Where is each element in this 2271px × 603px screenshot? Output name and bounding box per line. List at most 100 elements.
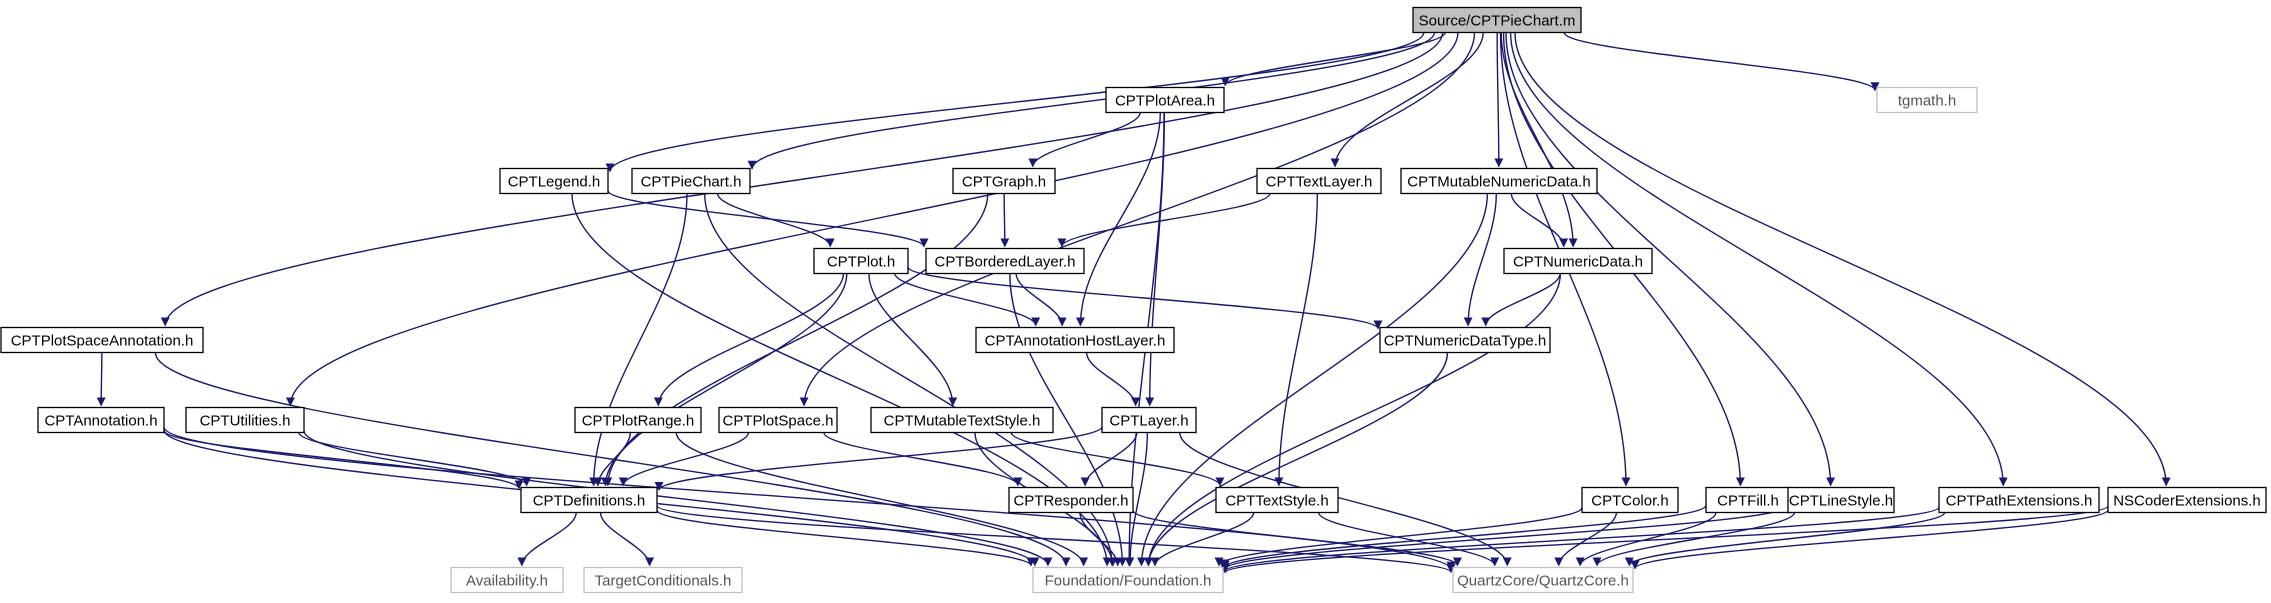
node-box[interactable]: [631, 167, 751, 195]
edge-root-to-mutnum: [1494, 32, 1504, 168]
node-box[interactable]: [813, 247, 909, 275]
node-box[interactable]: [1256, 167, 1382, 195]
edge-root-to-legend: [605, 32, 1425, 173]
node-label: CPTNumericDataType.h: [1384, 333, 1547, 350]
edge-piechart-to-defs: [589, 193, 688, 487]
node-plotarea[interactable]: CPTPlotArea.h: [1105, 86, 1225, 114]
node-box[interactable]: [1379, 326, 1551, 354]
node-box[interactable]: [1008, 486, 1134, 514]
node-numdata[interactable]: CPTNumericData.h: [1503, 247, 1653, 275]
node-graphh[interactable]: CPTGraph.h: [952, 167, 1056, 195]
node-bordered[interactable]: CPTBorderedLayer.h: [925, 247, 1085, 275]
node-utilities[interactable]: CPTUtilities.h: [185, 406, 305, 434]
node-box[interactable]: [1105, 86, 1225, 114]
node-label: Availability.h: [466, 573, 548, 590]
node-box[interactable]: [925, 247, 1085, 275]
edge-root-to-numdata: [1500, 32, 1578, 248]
edge-plot-to-numtype: [907, 266, 1383, 330]
edge-legend-to-bordered: [607, 189, 929, 248]
edge-graphh-to-defs: [603, 193, 989, 487]
edge-fill-to-quartz: [1575, 512, 1717, 567]
node-textlayer[interactable]: CPTTextLayer.h: [1256, 167, 1382, 195]
node-box[interactable]: [1101, 406, 1197, 434]
node-box[interactable]: [1412, 6, 1582, 34]
node-box[interactable]: [1400, 167, 1598, 195]
node-label: NSCoderExtensions.h: [2113, 493, 2261, 510]
node-box[interactable]: [870, 406, 1054, 434]
node-box[interactable]: [499, 167, 609, 195]
node-box: [1452, 566, 1634, 594]
node-box[interactable]: [1215, 486, 1339, 514]
node-label: Source/CPTPieChart.m: [1419, 13, 1576, 30]
edge-root-to-nscoder: [1514, 32, 2171, 487]
node-layer[interactable]: CPTLayer.h: [1101, 406, 1197, 434]
node-pathext[interactable]: CPTPathExtensions.h: [1938, 486, 2100, 514]
node-label: CPTGraph.h: [962, 174, 1046, 191]
node-box[interactable]: [520, 486, 658, 514]
node-defs[interactable]: CPTDefinitions.h: [520, 486, 658, 514]
node-box[interactable]: [185, 406, 305, 434]
edge-textlayer-to-textstyle: [1274, 193, 1319, 487]
edge-muttext-to-textstyle: [1010, 432, 1225, 487]
node-linestyle[interactable]: CPTLineStyle.h: [1787, 486, 1895, 514]
node-box[interactable]: [1581, 486, 1679, 514]
node-box[interactable]: [2107, 486, 2267, 514]
node-box[interactable]: [952, 167, 1056, 195]
edge-linestyle-to-foundation: [1220, 505, 1789, 571]
node-targetcond: TargetConditionals.h: [583, 566, 743, 594]
edge-root-to-pathext: [1509, 32, 2008, 487]
edge-root-to-utilities: [285, 32, 1459, 407]
node-responder[interactable]: CPTResponder.h: [1008, 486, 1134, 514]
node-label: CPTMutableNumericData.h: [1407, 174, 1590, 191]
node-nscoder[interactable]: NSCoderExtensions.h: [2107, 486, 2267, 514]
node-box[interactable]: [718, 406, 838, 434]
edge-psann-to-foundation: [154, 352, 1071, 567]
node-label: CPTPlotRange.h: [582, 413, 695, 430]
edge-plotarea-to-graphh: [1028, 112, 1141, 168]
edge-numdata-to-foundation: [1143, 273, 1562, 567]
node-mutnum[interactable]: CPTMutableNumericData.h: [1400, 167, 1598, 195]
node-fill[interactable]: CPTFill.h: [1705, 486, 1791, 514]
node-box[interactable]: [1503, 247, 1653, 275]
node-plot[interactable]: CPTPlot.h: [813, 247, 909, 275]
node-root[interactable]: Source/CPTPieChart.m: [1412, 6, 1582, 34]
edge-bordered-to-foundation: [1009, 273, 1127, 567]
edge-root-to-textlayer: [1330, 32, 1484, 168]
edge-bordered-to-annhost: [1015, 273, 1067, 327]
node-box[interactable]: [37, 406, 165, 434]
edge-utilities-to-foundation: [303, 430, 1053, 567]
node-color[interactable]: CPTColor.h: [1581, 486, 1679, 514]
edge-layer-to-responder: [1080, 432, 1138, 487]
edge-defs-to-targetcond: [599, 512, 655, 567]
node-box: [450, 566, 564, 594]
node-piechart[interactable]: CPTPieChart.h: [631, 167, 751, 195]
node-label: CPTAnnotation.h: [44, 413, 157, 430]
node-box[interactable]: [0, 326, 204, 354]
node-plotrange[interactable]: CPTPlotRange.h: [574, 406, 702, 434]
node-foundation: Foundation/Foundation.h: [1032, 566, 1224, 594]
node-label: CPTLineStyle.h: [1789, 493, 1893, 510]
node-box: [583, 566, 743, 594]
node-annhost[interactable]: CPTAnnotationHostLayer.h: [975, 326, 1175, 354]
node-numtype[interactable]: CPTNumericDataType.h: [1379, 326, 1551, 354]
node-annotation[interactable]: CPTAnnotation.h: [37, 406, 165, 434]
node-plotspace[interactable]: CPTPlotSpace.h: [718, 406, 838, 434]
edge-textlayer-to-bordered: [1057, 193, 1271, 248]
edge-plotspace-to-responder: [823, 432, 1023, 487]
node-box[interactable]: [574, 406, 702, 434]
node-textstyle[interactable]: CPTTextStyle.h: [1215, 486, 1339, 514]
node-box[interactable]: [975, 326, 1175, 354]
node-box[interactable]: [1787, 486, 1895, 514]
node-psann[interactable]: CPTPlotSpaceAnnotation.h: [0, 326, 204, 354]
edge-piechart-to-plot: [716, 193, 835, 248]
node-box[interactable]: [1938, 486, 2100, 514]
node-legend[interactable]: CPTLegend.h: [499, 167, 609, 195]
edge-root-to-plotarea: [1220, 32, 1446, 87]
node-label: CPTPieChart.h: [641, 174, 742, 191]
node-muttext[interactable]: CPTMutableTextStyle.h: [870, 406, 1054, 434]
edge-root-to-tgmath: [1563, 31, 1880, 92]
edge-annhost-to-layer: [1085, 352, 1141, 407]
edge-plotrange-to-defs: [593, 432, 632, 487]
node-label: CPTColor.h: [1591, 493, 1669, 510]
